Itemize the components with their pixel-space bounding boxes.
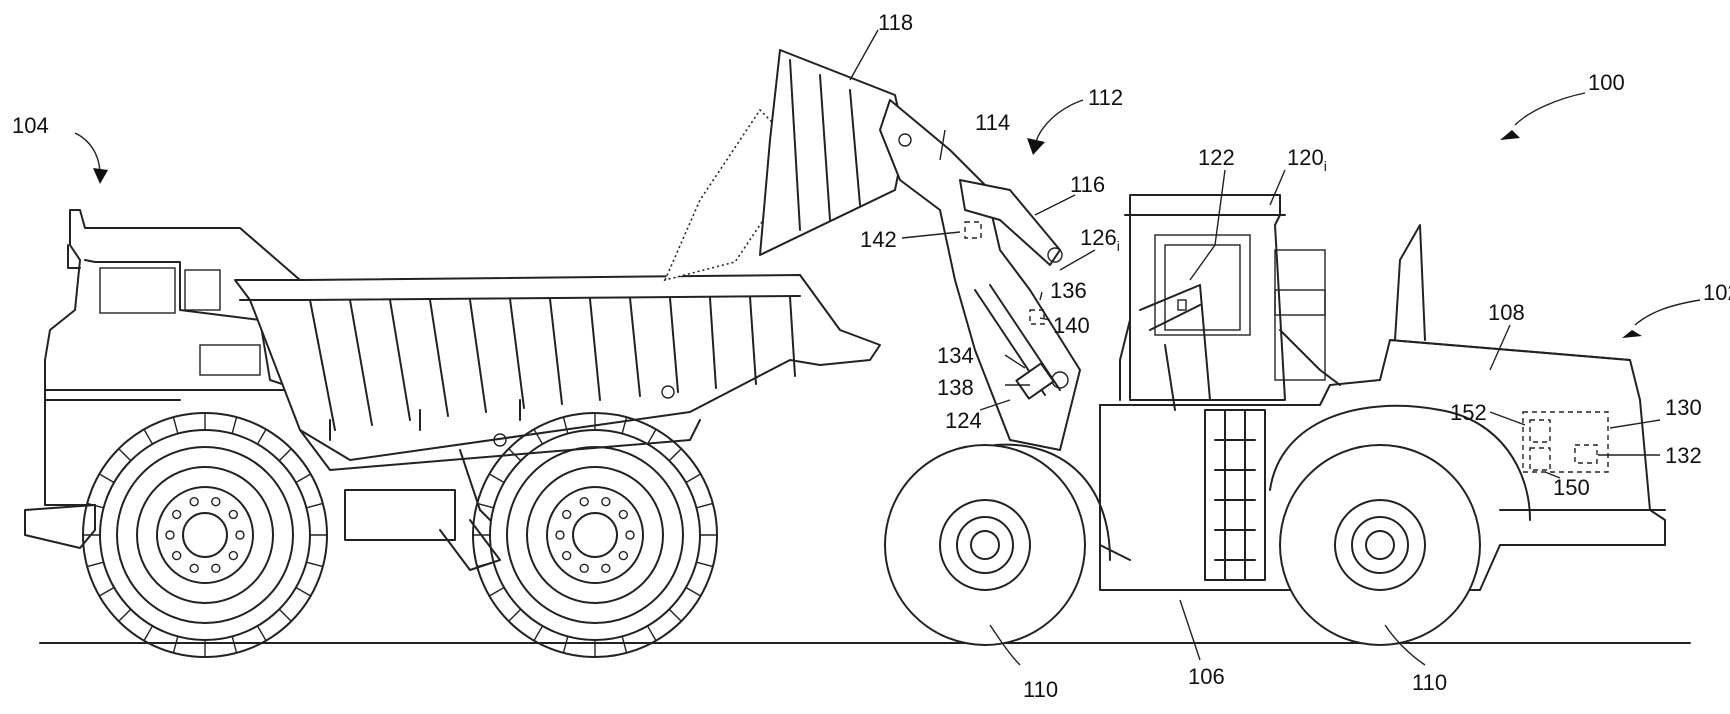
- label-126-sub: i: [1117, 238, 1120, 254]
- label-126: 126i: [1080, 225, 1120, 254]
- label-116: 116: [1070, 172, 1105, 197]
- loader-rear-wheel: [1279, 444, 1481, 646]
- label-110-front: 110: [1023, 677, 1058, 702]
- arrowheads: [93, 130, 1642, 338]
- label-152: 152: [1450, 400, 1487, 425]
- bucket: [759, 49, 906, 256]
- label-132: 132: [1665, 443, 1702, 468]
- label-100: 100: [1588, 70, 1625, 95]
- label-110-rear: 110: [1412, 670, 1447, 695]
- boom-arm: [879, 99, 1081, 451]
- label-114: 114: [975, 110, 1010, 135]
- leader-lines: [74, 29, 1701, 666]
- label-138: 138: [937, 375, 974, 400]
- label-106: 106: [1188, 664, 1225, 689]
- label-124: 124: [945, 408, 982, 433]
- label-120-sub: i: [1324, 158, 1327, 174]
- label-120-main: 120: [1287, 145, 1324, 170]
- truck-front-wheel: [82, 412, 328, 658]
- label-140: 140: [1053, 313, 1090, 338]
- bucket-material: [663, 108, 791, 282]
- label-142: 142: [860, 227, 897, 252]
- label-108: 108: [1488, 300, 1525, 325]
- label-136: 136: [1050, 278, 1087, 303]
- label-118: 118: [878, 10, 913, 35]
- label-102: 102: [1703, 280, 1730, 305]
- truck-rear-wheel: [472, 412, 718, 658]
- label-150: 150: [1553, 475, 1590, 500]
- reference-labels: 100 102 104 106 108 110 110 112 114 116 …: [12, 10, 1730, 702]
- loader-front-wheel: [884, 444, 1086, 646]
- wheel-loader: [663, 49, 1666, 646]
- label-112: 112: [1088, 85, 1123, 110]
- label-120: 120i: [1287, 145, 1327, 174]
- label-122: 122: [1198, 145, 1235, 170]
- label-130: 130: [1665, 395, 1702, 420]
- label-126-main: 126: [1080, 225, 1117, 250]
- label-134: 134: [937, 343, 974, 368]
- label-104: 104: [12, 113, 49, 138]
- haul-truck: [24, 209, 881, 658]
